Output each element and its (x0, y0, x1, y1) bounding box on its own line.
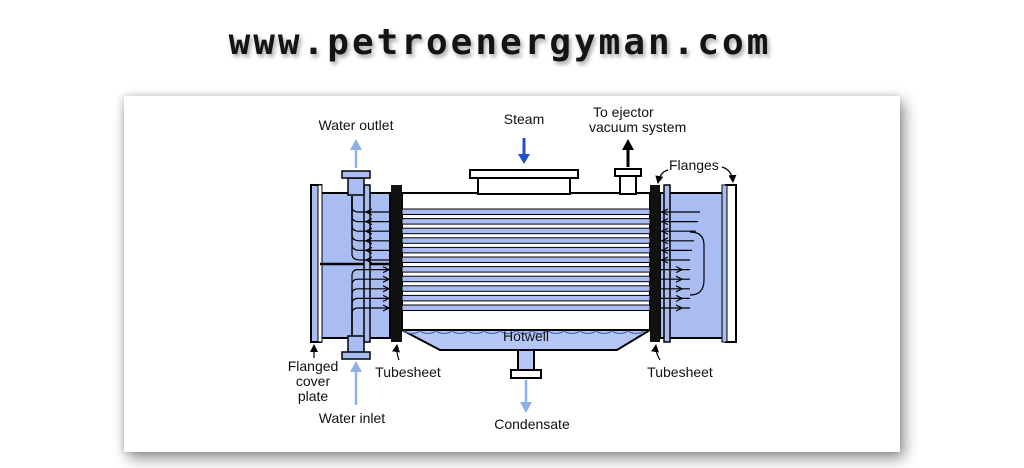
water-outlet-nozzle (341, 170, 371, 196)
tube (401, 218, 651, 225)
water-inlet-arrow (350, 361, 362, 405)
tube-bundle (401, 208, 651, 311)
label-tubesheet-left: Tubesheet (375, 364, 441, 380)
tube (401, 256, 651, 263)
water-inlet-nozzle (341, 335, 371, 360)
flow-arrowhead (364, 256, 373, 264)
flow-arrowhead (382, 285, 391, 293)
tubesheet-left-pointer (392, 344, 400, 361)
condensate-arrow (520, 380, 532, 413)
steam-arrow (518, 138, 530, 164)
tube (401, 266, 651, 273)
label-tubesheet-right: Tubesheet (647, 364, 713, 380)
flow-arrowhead (382, 294, 391, 302)
steam-inlet (469, 169, 579, 195)
flow-arrowhead (364, 237, 373, 245)
label-flanges: Flanges (669, 157, 719, 173)
label-water-inlet: Water inlet (319, 410, 386, 426)
label-flanged-line2: cover (296, 373, 331, 389)
right-water-box (659, 184, 737, 343)
tube (401, 208, 651, 215)
flow-arrow (351, 307, 388, 336)
label-ejector-line2: vacuum system (589, 119, 686, 135)
flow-arrowhead (364, 246, 373, 254)
flow-arrowhead (364, 227, 373, 235)
label-condensate: Condensate (494, 416, 570, 432)
water-outlet-arrow (350, 139, 362, 168)
label-steam: Steam (504, 111, 544, 127)
label-flanged-line1: Flanged (288, 358, 339, 374)
u-turn-flow (689, 231, 705, 296)
tubesheet-right-pointer (651, 344, 661, 361)
tubesheet-right-plate (650, 185, 660, 342)
flow-arrowhead (382, 304, 391, 312)
label-water-outlet: Water outlet (319, 117, 394, 133)
ejector-nozzle (614, 168, 642, 195)
tubesheet-left-plate (391, 185, 402, 342)
tube (401, 304, 651, 311)
ejector-arrow (622, 139, 634, 167)
flow-arrowhead (382, 266, 391, 274)
flanges-pointer-right (721, 166, 737, 183)
tube (401, 246, 651, 254)
tube (401, 275, 651, 283)
tube (401, 285, 651, 292)
flow-arrow (351, 196, 390, 261)
tube (401, 237, 651, 244)
flow-arrow (351, 297, 388, 336)
flanges-pointer-left (655, 169, 669, 184)
label-hotwell: Hotwell (503, 328, 549, 344)
site-url[interactable]: www.petroenergyman.com (228, 22, 772, 63)
flow-arrow (351, 278, 388, 336)
tube (401, 227, 651, 235)
condensate-nozzle (510, 349, 542, 379)
flow-arrowhead (382, 275, 391, 283)
flow-arrow (351, 288, 388, 336)
tube (401, 294, 651, 302)
label-flanged-line3: plate (298, 388, 329, 404)
flow-arrowhead (364, 218, 373, 226)
label-ejector-line1: To ejector (593, 104, 654, 120)
flow-arrow (351, 269, 388, 336)
flow-arrowhead (364, 208, 373, 216)
water-flow-arrows (351, 196, 705, 336)
